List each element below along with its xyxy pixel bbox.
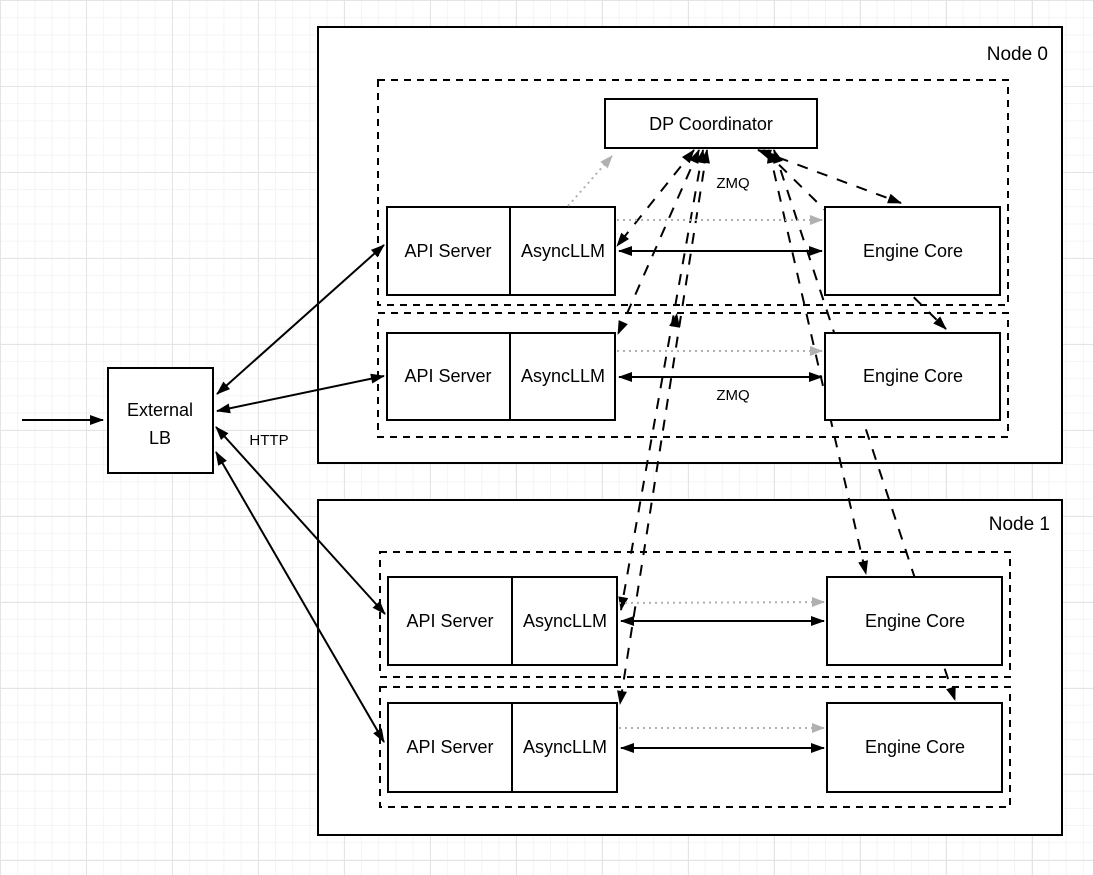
http-arrow-lb-api-n0r2 — [216, 373, 385, 414]
api-asyncllm-box-n1r1 — [387, 576, 618, 666]
engine-core-box-n1r2 — [826, 702, 1003, 793]
engine-core-label-n0r2: Engine Core — [863, 366, 963, 386]
api-asyncllm-box-n0r1 — [386, 206, 616, 296]
asyncllm-label-n0r2: AsyncLLM — [521, 366, 605, 386]
http-arrow-lb-api-n1r2 — [215, 451, 385, 743]
engine-core-box-n0r1 — [824, 206, 1001, 296]
api-server-label-n0r1: API Server — [404, 241, 491, 261]
asyncllm-label-n1r1: AsyncLLM — [523, 611, 607, 631]
api-server-label-n1r2: API Server — [406, 737, 493, 757]
asyncllm-label-n0r1: AsyncLLM — [521, 241, 605, 261]
node0-label: Node 0 — [987, 44, 1048, 65]
http-label: HTTP — [249, 432, 288, 449]
api-asyncllm-box-n0r2 — [386, 332, 616, 421]
engine-core-box-n0r2 — [824, 332, 1001, 421]
engine-core-label-n1r2: Engine Core — [865, 737, 965, 757]
zmq-label-coordinator: ZMQ — [716, 175, 749, 192]
engine-core-label-n0r1: Engine Core — [863, 241, 963, 261]
dotted-arrow-asyncllm-engine-n1r1 — [618, 597, 825, 608]
api-asyncllm-box-n1r2 — [387, 702, 618, 793]
external-lb-label-line2: LB — [149, 428, 171, 448]
api-server-label-n1r1: API Server — [406, 611, 493, 631]
external-lb-label-line1: External — [127, 400, 193, 420]
node1-label: Node 1 — [989, 514, 1050, 535]
external-lb-box — [107, 367, 214, 474]
api-server-label-n0r2: API Server — [404, 366, 491, 386]
engine-core-label-n1r1: Engine Core — [865, 611, 965, 631]
asyncllm-label-n1r2: AsyncLLM — [523, 737, 607, 757]
dp-coordinator-box — [604, 98, 818, 149]
zmq-dashed-link-coordinator-asyncllm-n1r2 — [617, 149, 710, 705]
zmq-label-row: ZMQ — [716, 387, 749, 404]
dp-coordinator-label: DP Coordinator — [649, 114, 773, 134]
http-arrow-lb-api-n0r1 — [216, 244, 385, 395]
dotted-arrow-asyncllm-coordinator — [567, 155, 613, 207]
mid-arrowhead — [669, 313, 680, 328]
engine-core-box-n1r1 — [826, 576, 1003, 666]
